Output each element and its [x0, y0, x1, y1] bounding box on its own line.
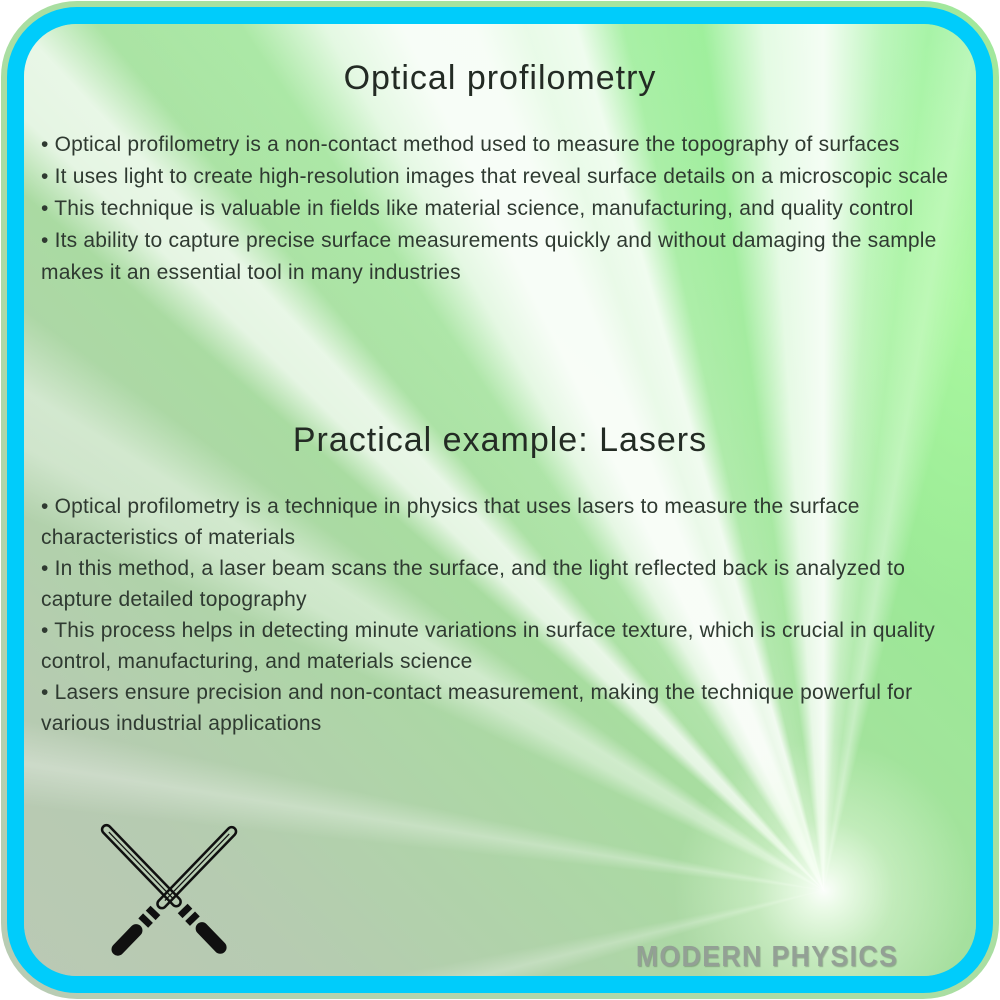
crossed-lightsabers-icon	[100, 823, 238, 956]
page-title: Optical profilometry	[343, 59, 657, 97]
bullet-item: • This process helps in detecting minute…	[41, 619, 936, 673]
bullet-item: • This technique is valuable in fields l…	[41, 197, 914, 220]
section-title: Practical example: Lasers	[292, 421, 708, 459]
lightsaber-left	[100, 823, 227, 954]
card-content: Optical profilometry • Optical profilome…	[24, 24, 976, 976]
bullet-item: • It uses light to create high-resolutio…	[41, 165, 949, 188]
bullet-item: • Optical profilometry is a non-contact …	[41, 133, 900, 156]
bullet-item: • In this method, a laser beam scans the…	[41, 557, 906, 611]
bullet-item: • Lasers ensure precision and non-contac…	[41, 681, 913, 735]
bullet-item: • Its ability to capture precise surface…	[41, 229, 937, 284]
watermark-logo: MODERN PHYSICS	[635, 941, 898, 973]
example-bullet-list: • Optical profilometry is a technique in…	[41, 491, 958, 739]
intro-bullet-list: • Optical profilometry is a non-contact …	[41, 129, 952, 289]
lightsaber-right	[111, 825, 238, 956]
bullet-item: • Optical profilometry is a technique in…	[41, 495, 860, 549]
